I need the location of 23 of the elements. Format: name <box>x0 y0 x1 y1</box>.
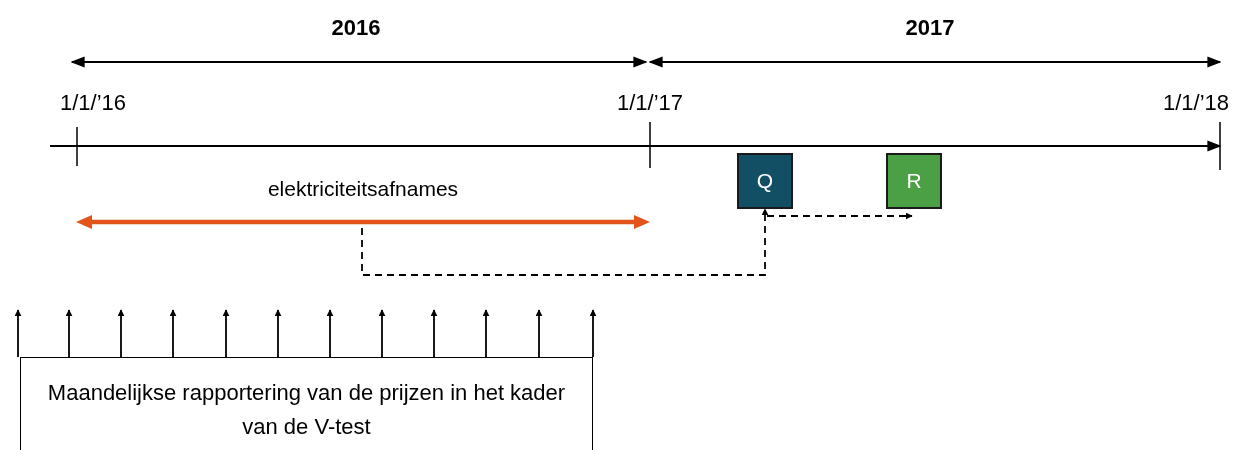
period-label: elektriciteitsafnames <box>266 176 460 202</box>
arrow <box>535 309 543 358</box>
arrow <box>169 309 177 358</box>
arrow <box>65 309 73 358</box>
date-label: 1/1/’17 <box>616 92 684 114</box>
arrow <box>14 309 22 358</box>
date-label: 1/1/’18 <box>1162 92 1230 114</box>
arrow <box>222 309 230 358</box>
dashed-arrow <box>361 208 769 276</box>
dashed-arrow <box>766 212 913 220</box>
milestone-box: Q <box>737 153 793 209</box>
date-label: 1/1/’16 <box>59 92 127 114</box>
description-box: Maandelijkse rapportering van de prijzen in het kader van de V-test <box>20 357 593 450</box>
arrow <box>430 309 438 358</box>
arrow <box>378 309 386 358</box>
arrow <box>482 309 490 358</box>
arrow <box>274 309 282 358</box>
arrow <box>326 309 334 358</box>
year-label: 2017 <box>905 17 955 39</box>
arrow <box>589 309 597 358</box>
arrow <box>117 309 125 358</box>
year-label: 2016 <box>331 17 381 39</box>
milestone-box: R <box>886 153 942 209</box>
